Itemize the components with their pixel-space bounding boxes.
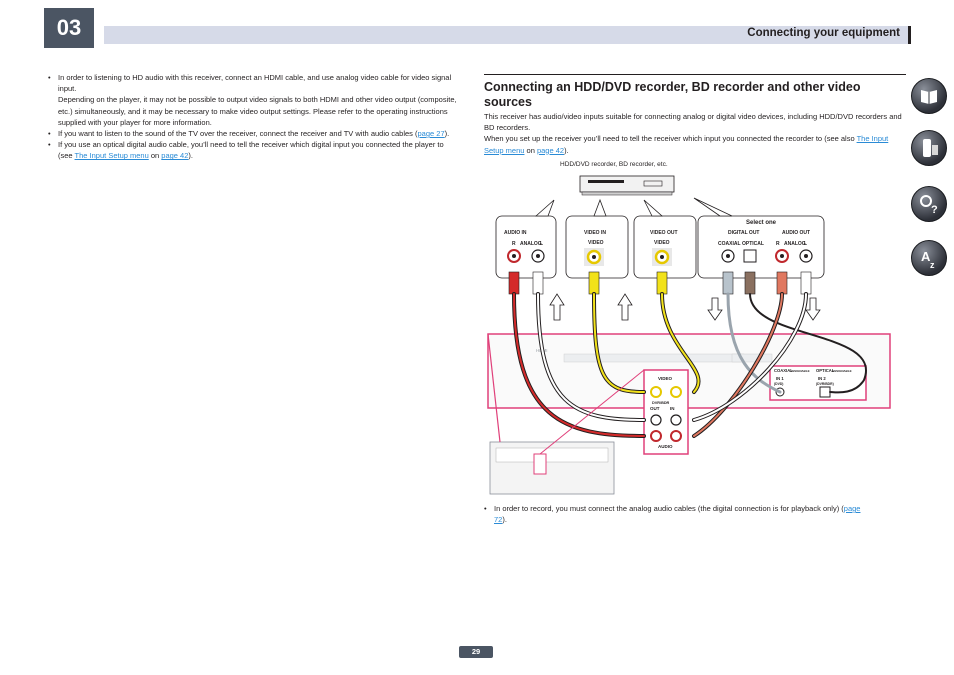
receiver-jacks: [650, 386, 682, 442]
video-label: VIDEO: [588, 240, 604, 246]
bullet-tv-audio: If you want to listen to the sound of th…: [48, 128, 460, 139]
svg-text:z: z: [930, 260, 935, 270]
header-bar: Connecting your equipment: [104, 26, 911, 44]
receiver-overview-icon: [487, 333, 645, 495]
page-header-title: Connecting your equipment: [747, 27, 900, 39]
page-link[interactable]: page: [843, 504, 861, 513]
in1-label: IN 1: [776, 376, 784, 381]
r-label: R: [776, 241, 780, 247]
signal-arrows: [549, 293, 821, 321]
l-label: L: [804, 241, 807, 247]
settings-question-icon[interactable]: ?: [911, 186, 947, 222]
analog-label: ANALOG: [520, 241, 542, 247]
bullet-text: on: [148, 151, 162, 161]
bullet-hd-audio: In order to listening to HD audio with t…: [48, 72, 460, 128]
recording-note: In order to record, you must connect the…: [484, 503, 908, 525]
assignable-label: ASSIGNABLE: [790, 369, 810, 373]
input-setup-link[interactable]: The Input Setup menu: [484, 134, 889, 155]
connection-diagram: AUDIO IN VIDEO IN VIDEO OUT DIGITAL OUT …: [484, 170, 904, 500]
section-paragraph: When you set up the receiver you’ll need…: [484, 134, 857, 144]
coaxial-input-label: COAXIAL: [774, 368, 793, 373]
in-label: IN: [670, 406, 675, 411]
audio-block-label: AUDIO: [658, 444, 673, 449]
section-divider: [484, 74, 906, 75]
page-link[interactable]: page 42: [536, 145, 565, 155]
jack-icons: [507, 248, 813, 266]
audio-in-label: AUDIO IN: [504, 230, 527, 236]
dvr-bdr-label: DVR/BDR: [652, 401, 670, 405]
bullet-text: ).: [188, 151, 193, 161]
cable-plugs: [508, 271, 812, 295]
bullet-text: If you use an optical digital audio cabl…: [58, 140, 444, 161]
bullet-text: Depending on the player, it may not be p…: [58, 95, 457, 127]
optical-label: OPTICAL: [742, 241, 764, 247]
page-number: 29: [459, 646, 493, 658]
input-setup-link[interactable]: The Input Setup menu: [74, 151, 149, 161]
video-in-label: VIDEO IN: [584, 230, 606, 236]
bullet-text: In order to listening to HD audio with t…: [58, 73, 452, 94]
out-label: OUT: [650, 406, 660, 411]
select-one-label: Select one: [746, 220, 777, 226]
section-paragraph: This receiver has audio/video inputs sui…: [484, 112, 902, 133]
book-icon[interactable]: [911, 78, 947, 114]
section-paragraph: ).: [564, 145, 569, 155]
section-paragraph: on: [524, 145, 537, 155]
optical-input-label: OPTICAL: [816, 368, 835, 373]
note-item: In order to record, you must connect the…: [484, 503, 908, 525]
in2-label: IN 2: [818, 376, 826, 381]
left-column: In order to listening to HD audio with t…: [48, 72, 460, 162]
analog-label: ANALOG: [784, 241, 806, 247]
section-title: Connecting an HDD/DVD recorder, BD recor…: [484, 80, 861, 109]
bullet-text: If you want to listen to the sound of th…: [58, 129, 418, 139]
assignable-label: ASSIGNABLE: [832, 369, 852, 373]
audio-out-label: AUDIO OUT: [782, 230, 810, 236]
remote-icon[interactable]: [911, 130, 947, 166]
page-link[interactable]: page 42: [161, 151, 189, 161]
bullet-optical: If you use an optical digital audio cabl…: [48, 139, 460, 161]
coaxial-label: COAXIAL: [718, 241, 741, 247]
recorder-device-icon: [579, 175, 675, 196]
note-text: ).: [502, 515, 507, 525]
svg-text:?: ?: [931, 204, 938, 216]
figure-caption: HDD/DVD recorder, BD recorder, etc.: [560, 161, 668, 168]
svg-text:A: A: [921, 249, 931, 264]
chapter-number: 03: [44, 8, 94, 48]
dvd-label: (DVD): [774, 382, 783, 386]
dvr-bdr-label: (DVR/BDR): [816, 382, 834, 386]
bullet-text: ).: [444, 129, 450, 139]
cables: [512, 292, 868, 438]
video-block-label: VIDEO: [658, 376, 673, 381]
page-link[interactable]: page 27: [417, 129, 445, 139]
l-label: L: [540, 241, 543, 247]
video-label: VIDEO: [654, 240, 670, 246]
note-text: In order to record, you must connect the…: [494, 504, 844, 513]
section-body: This receiver has audio/video inputs sui…: [484, 111, 906, 156]
digital-out-label: DIGITAL OUT: [728, 230, 759, 236]
video-out-label: VIDEO OUT: [650, 230, 678, 236]
page-link[interactable]: 72: [494, 515, 503, 525]
r-label: R: [512, 241, 516, 247]
